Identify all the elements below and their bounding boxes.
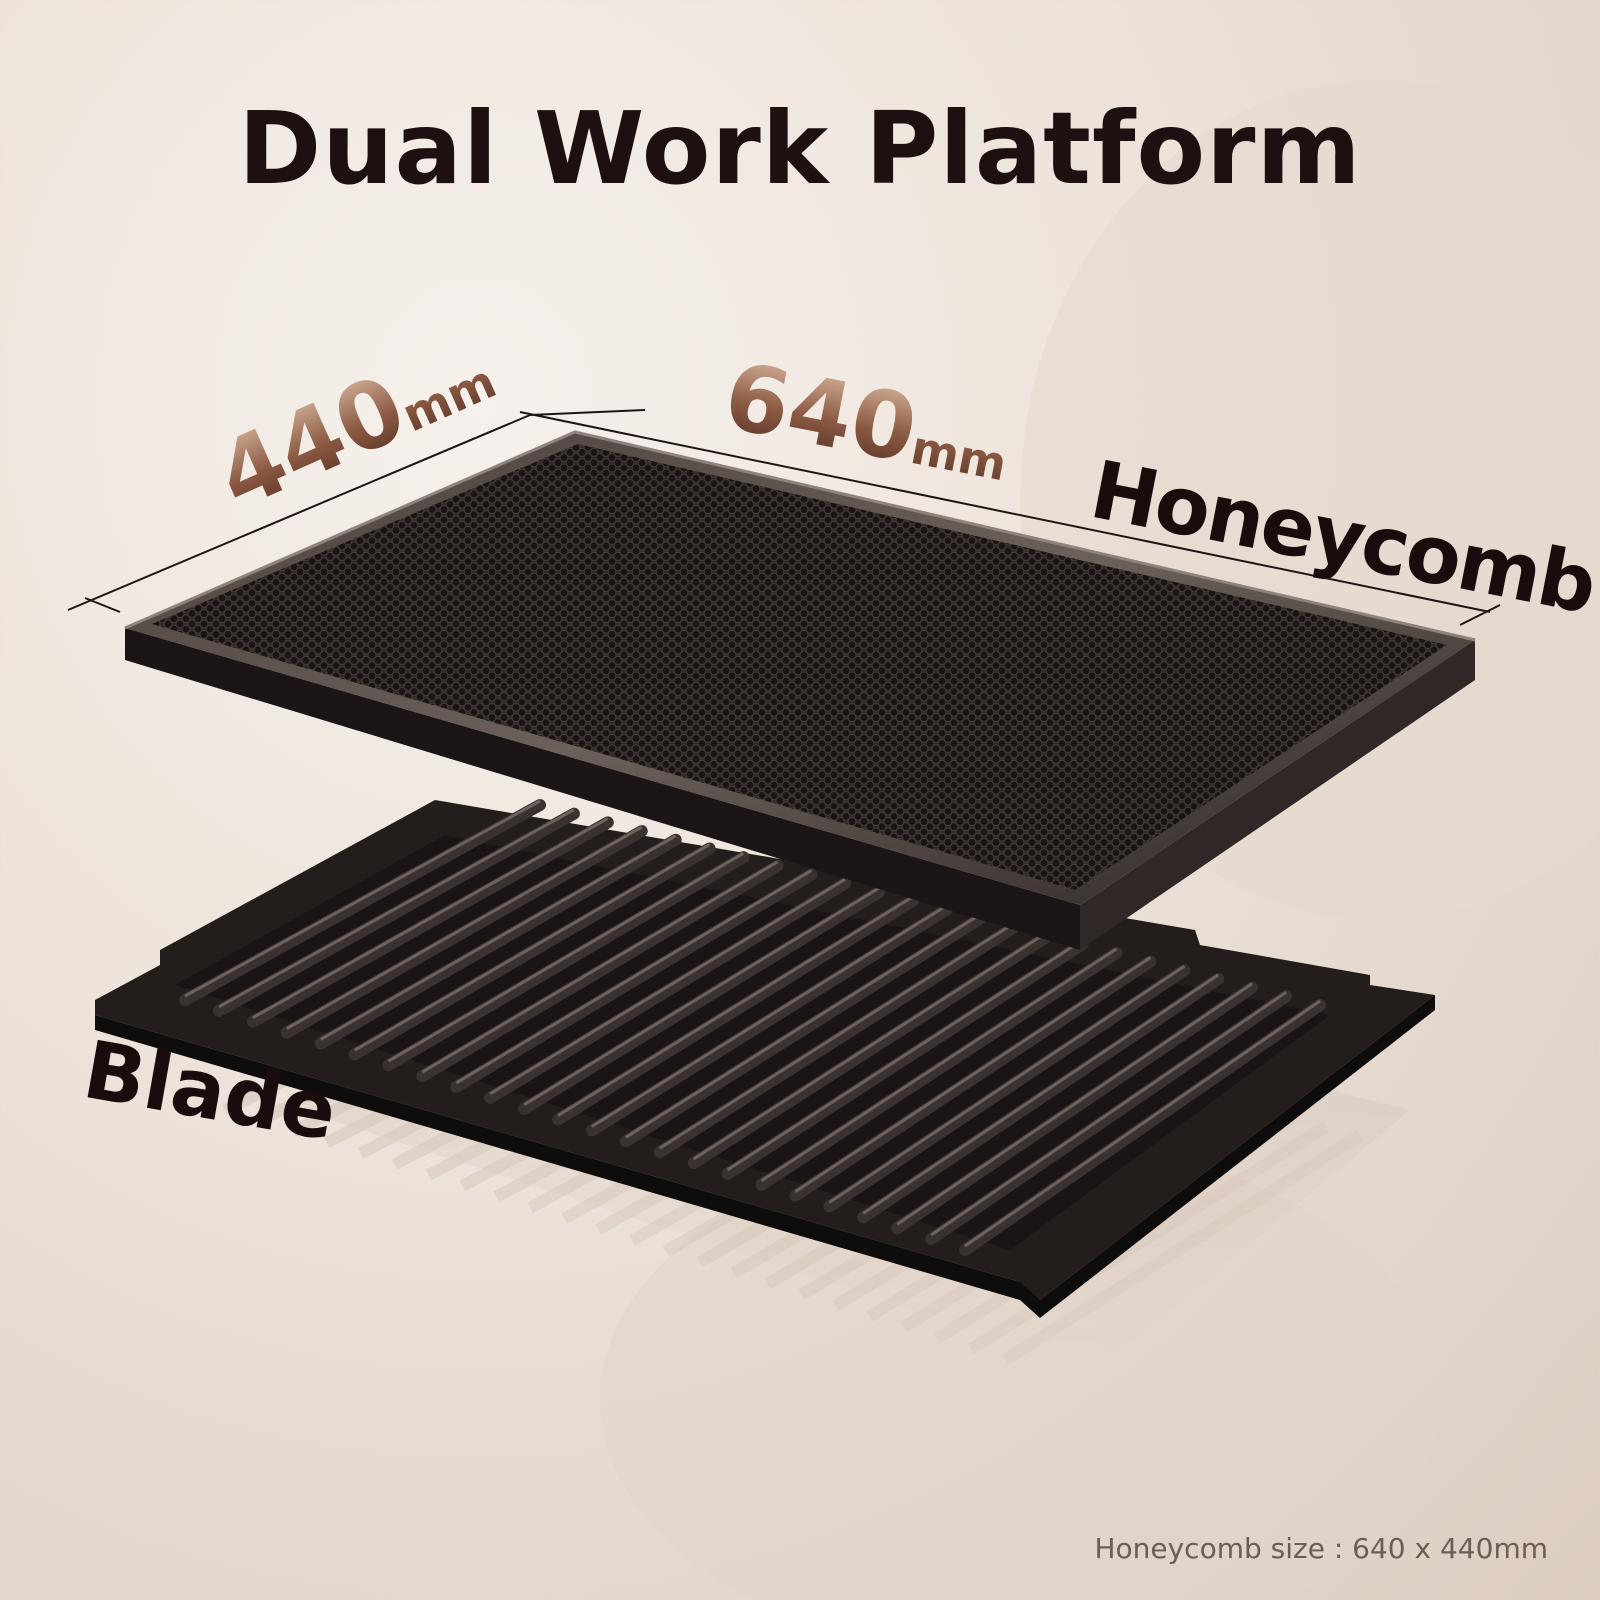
blade-slat-highlight: [760, 947, 1118, 1183]
blade-slat-highlight: [692, 930, 1050, 1161]
blade-slat: [959, 999, 1326, 1256]
blade-slat-highlight: [828, 964, 1186, 1204]
blade-slat-highlight: [658, 921, 1016, 1150]
blade-slat: [687, 929, 1055, 1170]
blade-slat-highlight: [930, 991, 1287, 1237]
blade-slat-highlight: [726, 938, 1084, 1172]
blade-slat: [280, 825, 648, 1039]
blade-slat: [823, 964, 1191, 1213]
blade-slat: [416, 859, 784, 1083]
reflection-slat: [967, 1121, 1330, 1355]
blade-slat-highlight: [252, 817, 609, 1020]
blade-slat: [484, 877, 852, 1104]
blade-slat: [179, 799, 546, 1006]
blade-slat-highlight: [285, 825, 643, 1030]
blade-slat: [653, 920, 1021, 1159]
blade-slat-highlight: [557, 895, 914, 1117]
blade-slat: [789, 955, 1157, 1202]
blade-slat: [246, 816, 614, 1028]
blade-slat-highlight: [387, 851, 745, 1063]
blade-slat: [857, 972, 1225, 1224]
blade-slat-highlight: [319, 834, 677, 1041]
blade-slat-highlight: [964, 999, 1321, 1248]
blade-slat-highlight: [523, 886, 880, 1106]
blade-slat: [450, 868, 818, 1093]
honeycomb-platform: [124, 430, 1476, 950]
blade-slat-highlight: [489, 877, 846, 1096]
dimension-lines: [67, 409, 1501, 626]
blade-slat: [891, 981, 1259, 1235]
blade-slat: [721, 938, 1089, 1180]
blade-slat: [518, 885, 886, 1115]
reflection-slat: [1001, 1129, 1364, 1366]
blade-slat: [552, 894, 920, 1126]
blade-slat: [755, 946, 1123, 1191]
blade-slat-highlight: [421, 860, 779, 1074]
blade-slat-highlight: [353, 843, 711, 1052]
blade-slat: [585, 903, 953, 1137]
blade-slat: [314, 833, 682, 1050]
blade-slat-highlight: [455, 869, 813, 1085]
size-footnote: Honeycomb size : 640 x 440mm: [1094, 1532, 1548, 1565]
blade-slats: [179, 799, 1326, 1256]
blade-slat: [348, 842, 716, 1061]
blade-slat-highlight: [896, 982, 1254, 1226]
page-title: Dual Work Platform: [238, 90, 1362, 207]
blade-slat-highlight: [862, 973, 1220, 1215]
blade-slat: [382, 851, 750, 1072]
blade-slat-highlight: [625, 912, 982, 1139]
blade-slat-highlight: [218, 808, 575, 1009]
blade-slat: [212, 807, 580, 1017]
blade-slat-highlight: [591, 904, 948, 1128]
blade-slat: [925, 990, 1293, 1246]
blade-slat: [619, 912, 987, 1148]
blade-slat-highlight: [794, 956, 1152, 1193]
blade-slat-highlight: [184, 799, 541, 998]
